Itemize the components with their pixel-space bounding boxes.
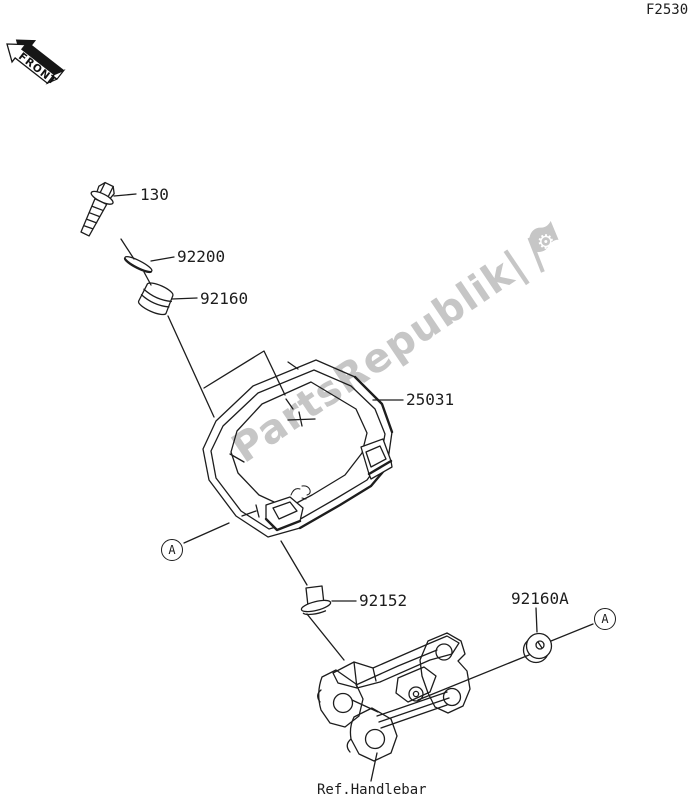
- part-label-92152: 92152: [359, 591, 408, 610]
- handlebar-bracket: [317, 632, 471, 762]
- leader-washer-to-bracket: [417, 654, 530, 701]
- collar-92152: [300, 585, 332, 616]
- part-label-25031: 25031: [406, 390, 455, 409]
- part-label-92200: 92200: [177, 247, 226, 266]
- front-arrow-icon: FRONT: [6, 39, 66, 88]
- washer-92160a: [522, 632, 553, 664]
- leader-92160a: [535, 607, 538, 633]
- view-a-letter: A: [168, 543, 176, 557]
- view-a-callout-right: A: [594, 608, 616, 630]
- leader-washer-to-view-a: [550, 623, 594, 642]
- bolt-130: [80, 181, 115, 237]
- watermark: PartsRepublik| ⚙: [224, 215, 575, 472]
- leader-ref-handlebar: [370, 752, 378, 782]
- flag-gear-icon: ⚙: [527, 220, 561, 273]
- meter-assembly-25031: [202, 359, 394, 538]
- part-label-92160: 92160: [200, 289, 249, 308]
- leader-lines-top: [113, 193, 286, 418]
- part-label-92160a: 92160A: [511, 589, 569, 608]
- ref-handlebar-label: Ref.Handlebar: [317, 782, 427, 798]
- view-a-letter: A: [601, 612, 609, 626]
- view-a-callout-left: A: [161, 539, 183, 561]
- part-label-130: 130: [140, 185, 169, 204]
- damper-92160: [137, 282, 174, 316]
- leader-collar-to-bracket: [306, 613, 345, 661]
- leader-view-a-left: [183, 522, 230, 544]
- leader-meter-to-collar: [280, 540, 308, 586]
- washer-92200: [123, 256, 153, 274]
- figure-code: F2530: [646, 2, 689, 18]
